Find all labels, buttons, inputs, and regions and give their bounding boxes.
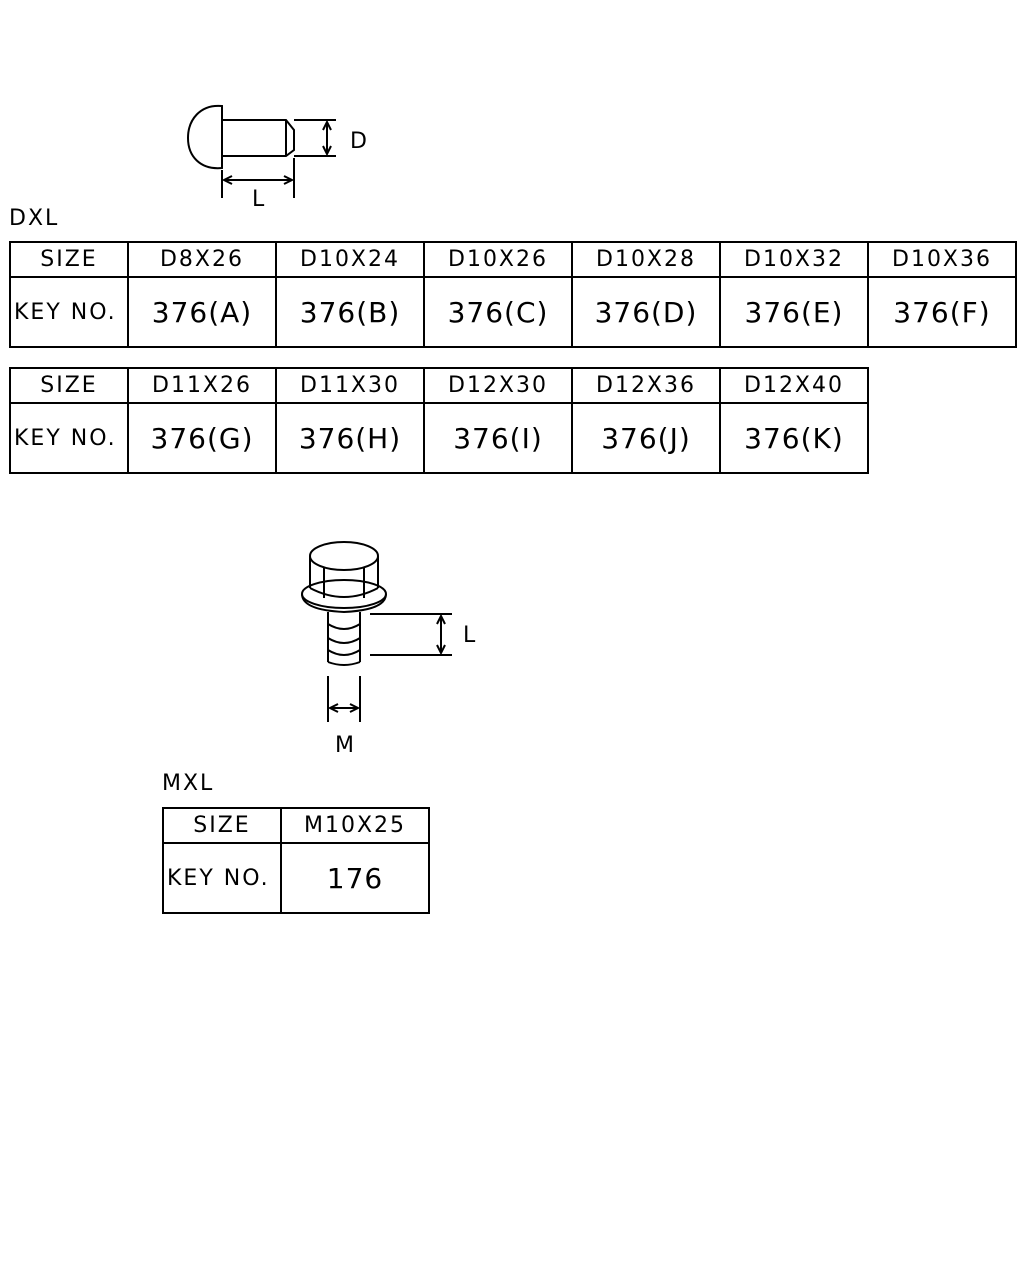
key-cell: 376(J) bbox=[571, 402, 721, 474]
size-header: SIZE bbox=[9, 367, 129, 404]
key-header: KEY NO. bbox=[9, 402, 129, 474]
bolt-drawing bbox=[301, 541, 452, 722]
pin-shank bbox=[222, 119, 295, 157]
size-cell: D10X32 bbox=[719, 241, 869, 278]
key-cell: 376(E) bbox=[719, 276, 869, 348]
key-cell: 376(D) bbox=[571, 276, 721, 348]
key-cell: 176 bbox=[280, 842, 430, 914]
size-row: SIZE D11X26 D11X30 D12X30 D12X36 D12X40 bbox=[9, 367, 869, 404]
pin-drawing bbox=[186, 104, 336, 198]
key-cell: 376(I) bbox=[423, 402, 573, 474]
key-cell: 376(H) bbox=[275, 402, 425, 474]
size-header: SIZE bbox=[162, 807, 282, 844]
bolt-dim-l-label: L bbox=[463, 623, 477, 648]
size-cell: D12X36 bbox=[571, 367, 721, 404]
size-cell: M10X25 bbox=[280, 807, 430, 844]
size-cell: D10X24 bbox=[275, 241, 425, 278]
pin-size-table-2: SIZE D11X26 D11X30 D12X30 D12X36 D12X40 … bbox=[9, 367, 869, 474]
pin-dim-l-label: L bbox=[252, 187, 266, 212]
size-row: SIZE M10X25 bbox=[162, 807, 430, 844]
key-row: KEY NO. 176 bbox=[162, 842, 430, 914]
pin-head bbox=[186, 104, 223, 170]
pin-size-table-1: SIZE D8X26 D10X24 D10X26 D10X28 D10X32 D… bbox=[9, 241, 1017, 348]
size-cell: D10X26 bbox=[423, 241, 573, 278]
key-cell: 376(F) bbox=[867, 276, 1017, 348]
key-cell: 376(B) bbox=[275, 276, 425, 348]
pin-section-title: DXL bbox=[9, 206, 60, 231]
size-cell: D12X40 bbox=[719, 367, 869, 404]
size-cell: D10X36 bbox=[867, 241, 1017, 278]
size-row: SIZE D8X26 D10X24 D10X26 D10X28 D10X32 D… bbox=[9, 241, 1017, 278]
size-cell: D11X30 bbox=[275, 367, 425, 404]
key-cell: 376(C) bbox=[423, 276, 573, 348]
size-header: SIZE bbox=[9, 241, 129, 278]
size-cell: D11X26 bbox=[127, 367, 277, 404]
key-header: KEY NO. bbox=[9, 276, 129, 348]
key-row: KEY NO. 376(A) 376(B) 376(C) 376(D) 376(… bbox=[9, 276, 1017, 348]
key-header: KEY NO. bbox=[162, 842, 282, 914]
bolt-section-title: MXL bbox=[162, 771, 215, 796]
size-cell: D8X26 bbox=[127, 241, 277, 278]
key-cell: 376(A) bbox=[127, 276, 277, 348]
key-cell: 376(G) bbox=[127, 402, 277, 474]
bolt-size-table: SIZE M10X25 KEY NO. 176 bbox=[162, 807, 430, 914]
bolt-dim-m-label: M bbox=[335, 733, 355, 758]
pin-dim-d-label: D bbox=[350, 129, 368, 154]
size-cell: D12X30 bbox=[423, 367, 573, 404]
size-cell: D10X28 bbox=[571, 241, 721, 278]
key-row: KEY NO. 376(G) 376(H) 376(I) 376(J) 376(… bbox=[9, 402, 869, 474]
key-cell: 376(K) bbox=[719, 402, 869, 474]
